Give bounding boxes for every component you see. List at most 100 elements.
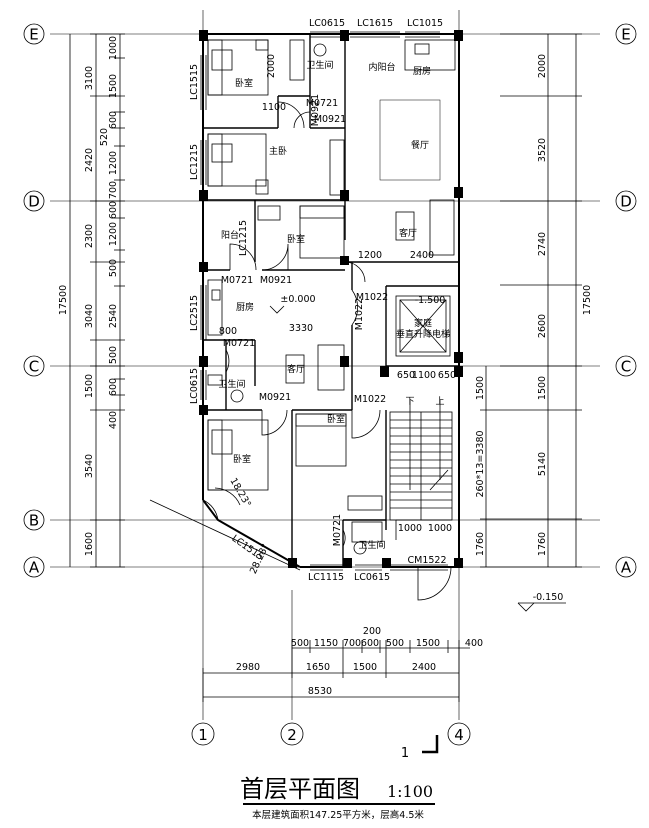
dim-2000-interior: 2000	[266, 54, 277, 78]
door-m1022-b: M1022	[354, 298, 365, 330]
axis-bubble-E-right: E	[615, 23, 637, 45]
left-inner-dim-4: 520	[99, 128, 110, 146]
door-m0921-b: M0921	[260, 275, 292, 286]
bottom-dim-row2-3: 1500	[353, 662, 377, 673]
structural-columns	[199, 30, 463, 568]
bottom-dim-row2-4: 2400	[412, 662, 436, 673]
left-dimension-lines	[69, 33, 125, 568]
angle-18: 18.23°	[227, 476, 253, 509]
axis-bubble-A-left: A	[23, 556, 45, 578]
bottom-dimension-lines	[202, 640, 470, 702]
window-lc1215-a: LC1215	[189, 144, 200, 180]
living-right-dim: 2400	[410, 250, 434, 261]
right-dim-2: 3520	[537, 138, 548, 162]
right-stair-dim-1760: 1760	[475, 532, 486, 556]
left-outer-dim-1: 3100	[84, 66, 95, 90]
window-lc2515: LC2515	[189, 295, 200, 331]
stairwell	[389, 400, 453, 540]
room-bedroom-2: 卧室	[287, 233, 305, 245]
right-stair-dim-1500: 1500	[475, 376, 486, 400]
interior-walls	[203, 34, 459, 567]
axis-bubble-B-left: B	[23, 509, 45, 531]
window-lc1115: LC1115	[308, 572, 344, 583]
left-inner-dim-10: 2540	[108, 304, 119, 328]
room-bedroom-3: 卧室	[233, 453, 251, 465]
left-inner-dim-13: 400	[108, 411, 119, 429]
left-outer-dim-2: 2420	[84, 148, 95, 172]
door-m0721-b: M0721	[221, 275, 253, 286]
door-m1022-c: M1022	[354, 394, 386, 405]
room-elevator: 家庭垂直升降电梯	[396, 317, 450, 340]
left-inner-dim-9: 500	[108, 259, 119, 277]
bottom-dim-row2-1: 2980	[236, 662, 260, 673]
stair-up-label: 上	[435, 396, 444, 407]
svg-text:2: 2	[287, 726, 297, 744]
axis-bubble-4: 4	[447, 722, 471, 746]
right-dimension-lines	[480, 33, 582, 568]
svg-text:C: C	[621, 358, 631, 376]
right-total-dim: 17500	[582, 285, 593, 315]
room-bath-1: 卫生间	[306, 59, 333, 71]
bottom-dim-7: 400	[465, 638, 483, 649]
bottom-dim-3: 700	[343, 638, 361, 649]
room-bedroom-4: 卧室	[327, 413, 345, 425]
left-inner-dim-3: 600	[108, 111, 119, 129]
left-total-dim: 17500	[58, 285, 69, 315]
right-stair-dim: 260*13=3380	[475, 430, 486, 497]
living-right-dim-2: 1200	[358, 250, 382, 261]
section-number: 1	[401, 746, 409, 761]
angled-dim-lines	[149, 487, 301, 571]
stair-width-1: 650	[397, 370, 415, 381]
left-inner-dim-8: 1200	[108, 222, 119, 246]
svg-text:1: 1	[198, 726, 208, 744]
window-lc0615-left: LC0615	[189, 368, 200, 404]
door-m0921-d: M0921	[310, 94, 321, 126]
stair-down-label: 下	[405, 397, 414, 407]
floor-level: ±0.000	[280, 294, 315, 305]
svg-text:D: D	[620, 193, 632, 211]
window-lc1215-b: LC1215	[238, 220, 249, 256]
door-m0721-d: M0721	[332, 514, 343, 546]
bottom-dim-4: 600	[361, 638, 379, 649]
window-symbols	[200, 31, 448, 571]
landing-dim-1: 1000	[398, 523, 422, 534]
room-kitchen-2: 厨房	[236, 301, 254, 313]
right-dim-7: 1760	[537, 532, 548, 556]
bottom-dim-row2-2: 1650	[306, 662, 330, 673]
room-bedroom-1: 卧室	[235, 77, 253, 89]
window-lc1615: LC1615	[357, 18, 393, 29]
axis-bubble-D-right: D	[615, 190, 637, 212]
stair-width-3: 650	[438, 370, 456, 381]
left-inner-dim-5: 1200	[108, 151, 119, 175]
floor-level-mark	[269, 305, 285, 314]
axis-bubble-C-left: C	[23, 355, 45, 377]
door-m1022-a: M1022	[356, 292, 388, 303]
axis-bubble-C-right: C	[615, 355, 637, 377]
door-m0921-a: M0921	[314, 114, 346, 125]
window-lc1515-top: LC1515	[189, 64, 200, 100]
bottom-dim-6: 1500	[416, 638, 440, 649]
bottom-dim-top: 200	[363, 626, 381, 637]
axis-bubble-E-left: E	[23, 23, 45, 45]
door-swings	[202, 101, 452, 601]
right-dim-4: 2600	[537, 314, 548, 338]
furniture	[207, 39, 456, 555]
room-living-1: 客厅	[399, 227, 417, 239]
left-inner-dim-1: 1000	[108, 36, 119, 60]
right-dim-6: 5140	[537, 452, 548, 476]
room-balcony: 阳台	[221, 229, 239, 241]
room-kitchen-1: 厨房	[413, 65, 431, 77]
window-lc0615-bottom: LC0615	[354, 572, 390, 583]
svg-text:D: D	[28, 193, 40, 211]
stair-width-2: 1100	[412, 370, 436, 381]
axis-bubble-1: 1	[191, 722, 215, 746]
left-inner-dim-7: 600	[108, 201, 119, 219]
door-m0921-c: M0921	[259, 392, 291, 403]
left-outer-dim-3: 2300	[84, 224, 95, 248]
room-bath-3: 卫生间	[358, 539, 385, 551]
svg-text:E: E	[621, 26, 630, 44]
right-dim-5: 1500	[537, 376, 548, 400]
bottom-total-dim: 8530	[308, 686, 332, 697]
left-inner-dim-12: 600	[108, 378, 119, 396]
